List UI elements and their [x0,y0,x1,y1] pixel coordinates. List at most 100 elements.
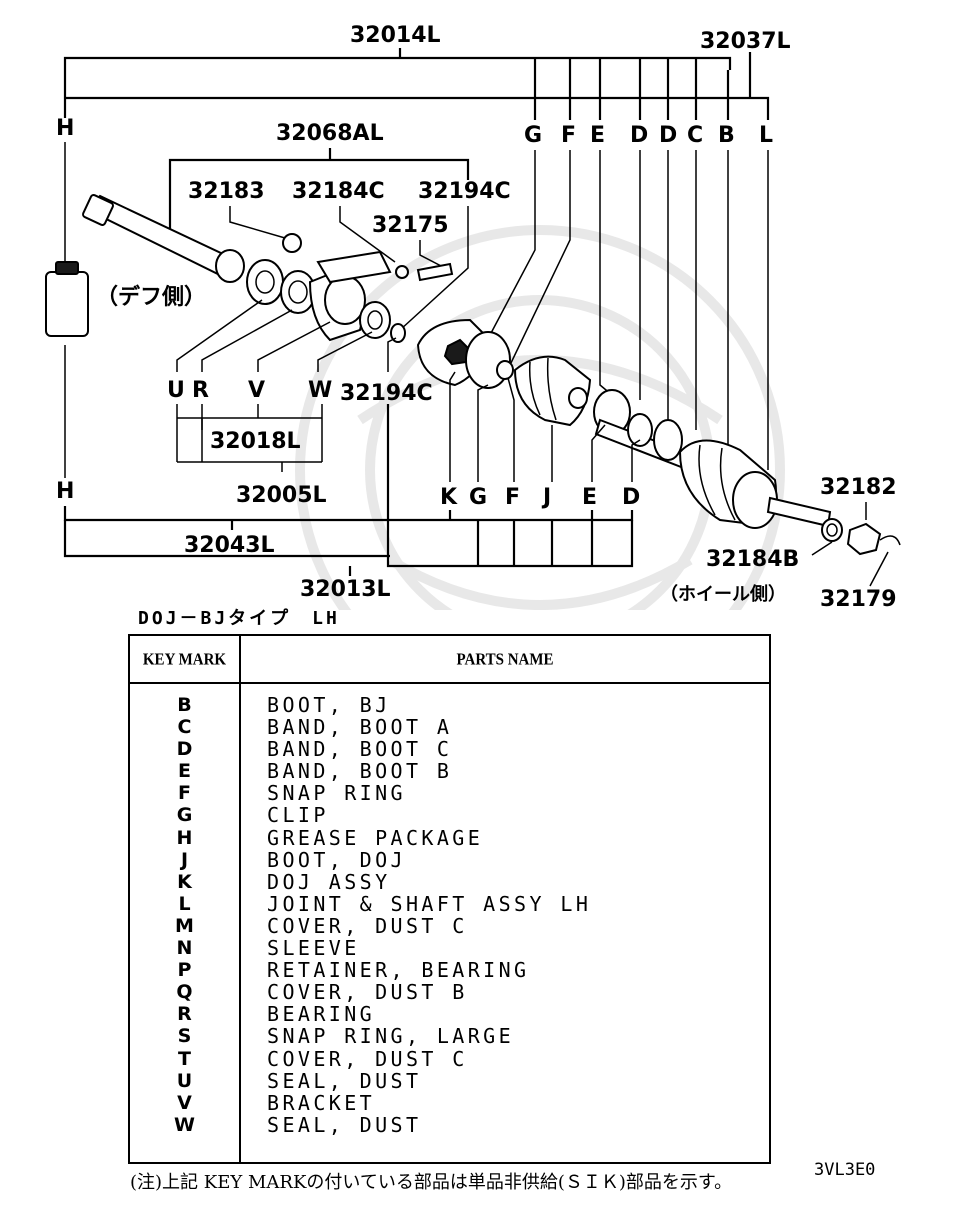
mark-V: V [248,378,265,403]
diff-side-label: （デフ側） [96,284,206,310]
left-leaders [176,299,397,372]
bracket-32068AL [168,148,470,240]
key-mark-cell: K [177,870,192,893]
part-name-cell: CLIP [267,803,329,828]
table-row: E BAND, BOOT B [130,760,769,782]
key-mark-cell: F [178,782,191,805]
key-mark-cell: G [176,804,193,827]
label-32043L: 32043L [184,533,275,558]
middle-shaft [593,389,702,474]
label-32183: 32183 [188,179,265,204]
key-mark-cell: D [176,738,193,761]
key-mark-cell: V [177,1091,192,1114]
leader-32184B [811,541,833,556]
bracket-32018L [176,404,323,472]
part-name-cell: COVER, DUST B [267,980,468,1005]
part-name-cell: SLEEVE [267,936,360,961]
bearing-bracket-group [246,233,454,343]
mark-B-top: B [718,123,735,148]
footnote: (注)上記 KEY MARKの付いている部品は単品非供給(ＳＩＫ)部品を示す。 [130,1172,733,1193]
part-name-cell: BEARING [267,1002,376,1027]
part-name-cell: COVER, DUST C [267,1046,468,1071]
key-mark-cell: E [178,760,191,783]
key-mark-cell: Q [176,981,193,1004]
table-row: Q COVER, DUST B [130,981,769,1003]
mark-D-top-2: D [659,123,677,148]
bottom-leaders [64,345,641,482]
label-32005L: 32005L [236,483,327,508]
bj-boot-outer-joint [678,439,901,556]
table-row: W SEAL, DUST [130,1114,769,1136]
key-mark-cell: W [174,1113,195,1136]
label-32184B: 32184B [706,547,799,572]
part-name-cell: BRACKET [267,1090,376,1115]
mark-H-top: H [56,116,74,141]
label-32014L: 32014L [350,23,441,48]
label-32018L: 32018L [210,429,301,454]
diagram-subtitle: DOJ－BJタイプ LH [138,608,340,629]
table-header: KEY MARK PARTS NAME [130,636,769,684]
inner-shaft [82,194,245,283]
key-mark-cell: J [180,848,189,871]
label-32068AL: 32068AL [276,121,384,146]
bracket-32014L [63,48,732,120]
key-mark-cell: U [176,1069,193,1092]
label-32194C-mid: 32194C [340,381,433,406]
part-name-cell: BAND, BOOT B [267,759,453,784]
table-row: V BRACKET [130,1092,769,1114]
mark-U: U [167,378,185,403]
table-row: R BEARING [130,1003,769,1025]
mark-C-top: C [687,123,703,148]
table-row: T COVER, DUST C [130,1048,769,1070]
mark-G-top: G [524,123,542,148]
part-name-cell: JOINT & SHAFT ASSY LH [267,891,592,916]
key-mark-cell: T [178,1047,191,1070]
exploded-parts-diagram: 32014L 32037L H G F E D D C B L 32068AL … [45,23,901,610]
mark-H-bottom: H [56,479,74,504]
label-32194C-top: 32194C [418,179,511,204]
part-name-cell: DOJ ASSY [267,869,391,894]
label-32013L: 32013L [300,577,391,602]
mark-J-bottom: J [541,485,551,510]
part-name-cell: SEAL, DUST [267,1112,422,1137]
table-row: G CLIP [130,804,769,826]
key-mark-cell: N [176,937,193,960]
mark-F-top: F [561,123,576,148]
key-mark-cell: R [177,1003,192,1026]
mark-W: W [308,378,332,403]
mark-E-bottom: E [582,485,597,510]
label-32179: 32179 [820,587,897,610]
table-row: P RETAINER, BEARING [130,959,769,981]
label-32037L: 32037L [700,29,791,54]
key-mark-cell: P [177,959,192,982]
doj-boot [513,355,592,427]
header-parts-name: PARTS NAME [456,650,554,670]
doj-assy [416,318,514,389]
header-key-mark: KEY MARK [142,650,227,670]
mark-E-top: E [590,123,605,148]
key-mark-cell: C [177,716,192,739]
key-mark-cell: L [178,892,191,915]
part-name-cell: GREASE PACKAGE [267,825,484,850]
table-row: L JOINT & SHAFT ASSY LH [130,893,769,915]
mark-F-bottom: F [505,485,520,510]
label-32182: 32182 [820,475,897,500]
figure-code: 3VL3E0 [814,1160,876,1180]
key-mark-cell: H [176,826,193,849]
part-name-cell: RETAINER, BEARING [267,958,530,983]
table-row: H GREASE PACKAGE [130,827,769,849]
mark-K-bottom: K [440,485,458,510]
bracket-32037L [65,52,770,120]
label-32175: 32175 [372,213,449,238]
mark-D-top-1: D [630,123,648,148]
leader-32179 [869,551,889,587]
